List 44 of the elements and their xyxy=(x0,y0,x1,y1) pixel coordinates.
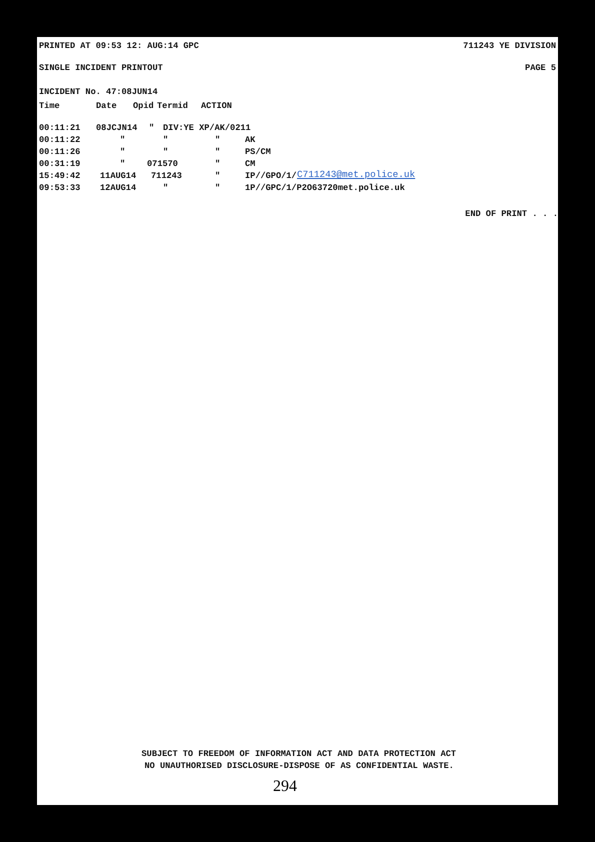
table-cell: 00:31:19 xyxy=(39,159,80,169)
table-cell: " xyxy=(215,135,220,145)
table-cell: " xyxy=(215,159,220,169)
table-cell: CM xyxy=(245,159,256,169)
column-header: Termid xyxy=(157,101,188,111)
report-title: SINGLE INCIDENT PRINTOUT xyxy=(39,63,163,73)
column-header: Date xyxy=(96,101,117,111)
table-cell: " xyxy=(215,147,220,157)
header-text: 711243 YE DIVISION xyxy=(463,41,556,51)
table-cell: " xyxy=(120,135,126,145)
column-header: Opid xyxy=(133,101,154,111)
table-cell: " xyxy=(215,183,220,193)
table-cell: IP//GPO/1/ xyxy=(245,171,297,181)
page-number-text: PAGE 5 xyxy=(525,63,556,73)
table-cell: 1P//GPC/1/P2O63720met.police.uk xyxy=(245,183,405,193)
table-cell: " xyxy=(163,183,168,193)
table-cell: " xyxy=(163,135,168,145)
incident-number: INCIDENT No. 47:08JUN14 xyxy=(39,87,158,97)
end-of-print-text: END OF PRINT . . . xyxy=(465,209,558,219)
email-link: C711243@met.police.uk xyxy=(297,170,416,180)
column-header: ACTION xyxy=(201,101,232,111)
table-cell: 00:11:26 xyxy=(39,147,80,157)
disclaimer-text: NO UNAUTHORISED DISCLOSURE-DISPOSE OF AS CONFIDENTIAL WASTE. xyxy=(144,761,454,771)
table-cell: " xyxy=(149,123,154,133)
table-cell: " xyxy=(215,171,220,181)
table-cell: DIV:YE XP/AK/0211 xyxy=(163,123,251,133)
disclaimer-text: SUBJECT TO FREEDOM OF INFORMATION ACT AND DATA PROTECTION ACT xyxy=(142,749,456,759)
table-cell: 711243 xyxy=(151,171,182,181)
table-cell: " xyxy=(163,147,168,157)
table-cell: 071570 xyxy=(147,159,178,169)
table-cell: " xyxy=(120,159,126,169)
table-cell: PS/CM xyxy=(245,147,271,157)
table-cell: 15:49:42 xyxy=(39,171,80,181)
header-text: PRINTED AT 09:53 12: AUG:14 GPC xyxy=(39,41,199,51)
table-cell: AK xyxy=(245,135,256,145)
column-header: Time xyxy=(39,101,60,111)
table-cell: 12AUG14 xyxy=(100,183,136,193)
table-cell: 00:11:21 xyxy=(39,123,80,133)
table-cell: 08JCJN14 xyxy=(96,123,138,133)
table-cell: " xyxy=(120,147,126,157)
page-number: 294 xyxy=(273,778,297,796)
table-cell: 11AUG14 xyxy=(100,171,136,181)
table-cell: 09:53:33 xyxy=(39,183,80,193)
table-cell: 00:11:22 xyxy=(39,135,80,145)
